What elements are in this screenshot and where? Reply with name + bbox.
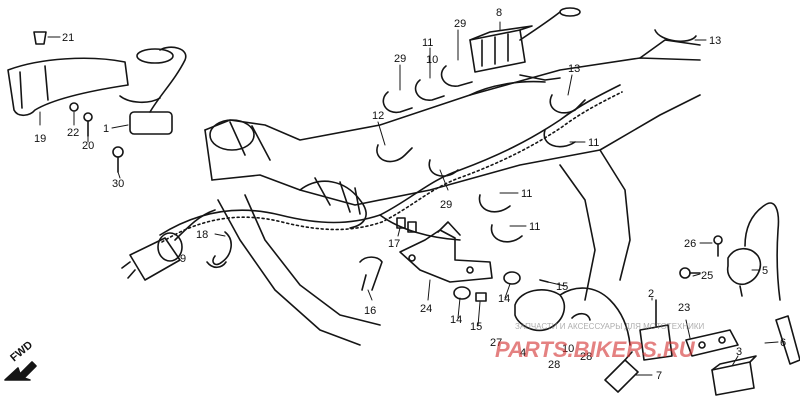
- callout-21: 21: [62, 32, 74, 44]
- callout-7: 7: [656, 370, 662, 382]
- watermark-top-text: ЗАПЧАСТИ И АКСЕССУАРЫ ДЛЯ МОТОТЕХНИКИ: [515, 322, 705, 331]
- part-14-grommets: [453, 271, 521, 300]
- callout-8: 8: [496, 7, 502, 19]
- part-16-bracket: [359, 256, 383, 291]
- callout-27: 27: [490, 337, 502, 349]
- callout-6: 6: [780, 337, 786, 349]
- callout-11-mid: 11: [521, 188, 532, 200]
- part-23-strip: [685, 329, 739, 357]
- callout-13-right: 13: [709, 35, 721, 47]
- callout-29-low: 29: [440, 199, 452, 211]
- part-25-bolt: [679, 267, 701, 279]
- part-8-regulator: [469, 7, 581, 73]
- callout-26: 26: [684, 238, 696, 250]
- part-1-coil: [119, 46, 187, 135]
- fwd-label: FWD: [8, 339, 35, 364]
- frame: [204, 39, 701, 346]
- callout-24: 24: [420, 303, 432, 315]
- part-19-cover: [7, 57, 129, 117]
- part-20-screw: [83, 112, 93, 137]
- part-21-cap: [33, 31, 47, 45]
- part-18-clip: [206, 231, 232, 269]
- callouts: 21 19 22 20 1 30 29 8 29 11 10 13 13 12 …: [34, 7, 786, 382]
- leader-lines: [39, 21, 779, 376]
- watermark-main-text: PARTS.BIKERS.RU: [495, 337, 696, 362]
- callout-4: 4: [520, 347, 526, 359]
- callout-1: 1: [103, 123, 109, 135]
- part-26-screw: [713, 235, 723, 257]
- callout-11-right: 11: [588, 137, 599, 149]
- fwd-arrow: [4, 361, 37, 381]
- part-7-plug-cap: [604, 351, 639, 393]
- part-15-collars: [475, 279, 549, 302]
- part-12-clamp: [376, 144, 413, 163]
- part-30-bolt: [112, 146, 124, 173]
- part-10-clip: [571, 312, 591, 321]
- callout-28-left: 28: [548, 359, 560, 371]
- part-17-clips: [396, 217, 417, 233]
- callout-18: 18: [196, 229, 208, 241]
- part-4-coil: [514, 287, 631, 346]
- part-22-washer: [69, 102, 79, 112]
- callout-3: 3: [736, 346, 742, 358]
- callout-19: 19: [34, 133, 46, 145]
- callout-14-left: 14: [450, 314, 462, 326]
- part-6-bolt: [775, 315, 800, 365]
- callout-10-top: 10: [426, 54, 438, 66]
- callout-13-mid: 13: [568, 63, 580, 75]
- callout-10-low: 10: [562, 343, 574, 355]
- callout-2: 2: [648, 288, 654, 300]
- part-3-battery: [711, 355, 757, 396]
- part-13-clamp: [549, 29, 697, 114]
- callout-12: 12: [372, 110, 384, 122]
- callout-17: 17: [388, 238, 400, 250]
- callout-11-top: 11: [422, 37, 433, 49]
- callout-20: 20: [82, 140, 94, 152]
- callout-16: 16: [364, 305, 376, 317]
- callout-30: 30: [112, 178, 124, 190]
- clamps-top: [382, 65, 473, 114]
- callout-11-low: 11: [529, 221, 540, 233]
- part-5-sensor: [726, 202, 781, 301]
- callout-14-right: 14: [498, 293, 510, 305]
- callout-23: 23: [678, 302, 690, 314]
- callout-5: 5: [762, 265, 768, 277]
- callout-29-top: 29: [454, 18, 466, 30]
- callout-28-right: 28: [580, 351, 592, 363]
- part-11-clamps: [428, 129, 576, 243]
- callout-29-mid: 29: [394, 53, 406, 65]
- callout-15-left: 15: [470, 321, 482, 333]
- callout-25: 25: [701, 270, 713, 282]
- callout-9: 9: [180, 253, 186, 265]
- watermark: ЗАПЧАСТИ И АКСЕССУАРЫ ДЛЯ МОТОТЕХНИКИ PA…: [495, 322, 705, 362]
- part-24-bracket: [399, 221, 493, 283]
- part-9-cdi: [121, 209, 216, 281]
- part-2-relay: [639, 299, 673, 361]
- callout-22: 22: [67, 127, 79, 139]
- callout-15-right: 15: [556, 281, 568, 293]
